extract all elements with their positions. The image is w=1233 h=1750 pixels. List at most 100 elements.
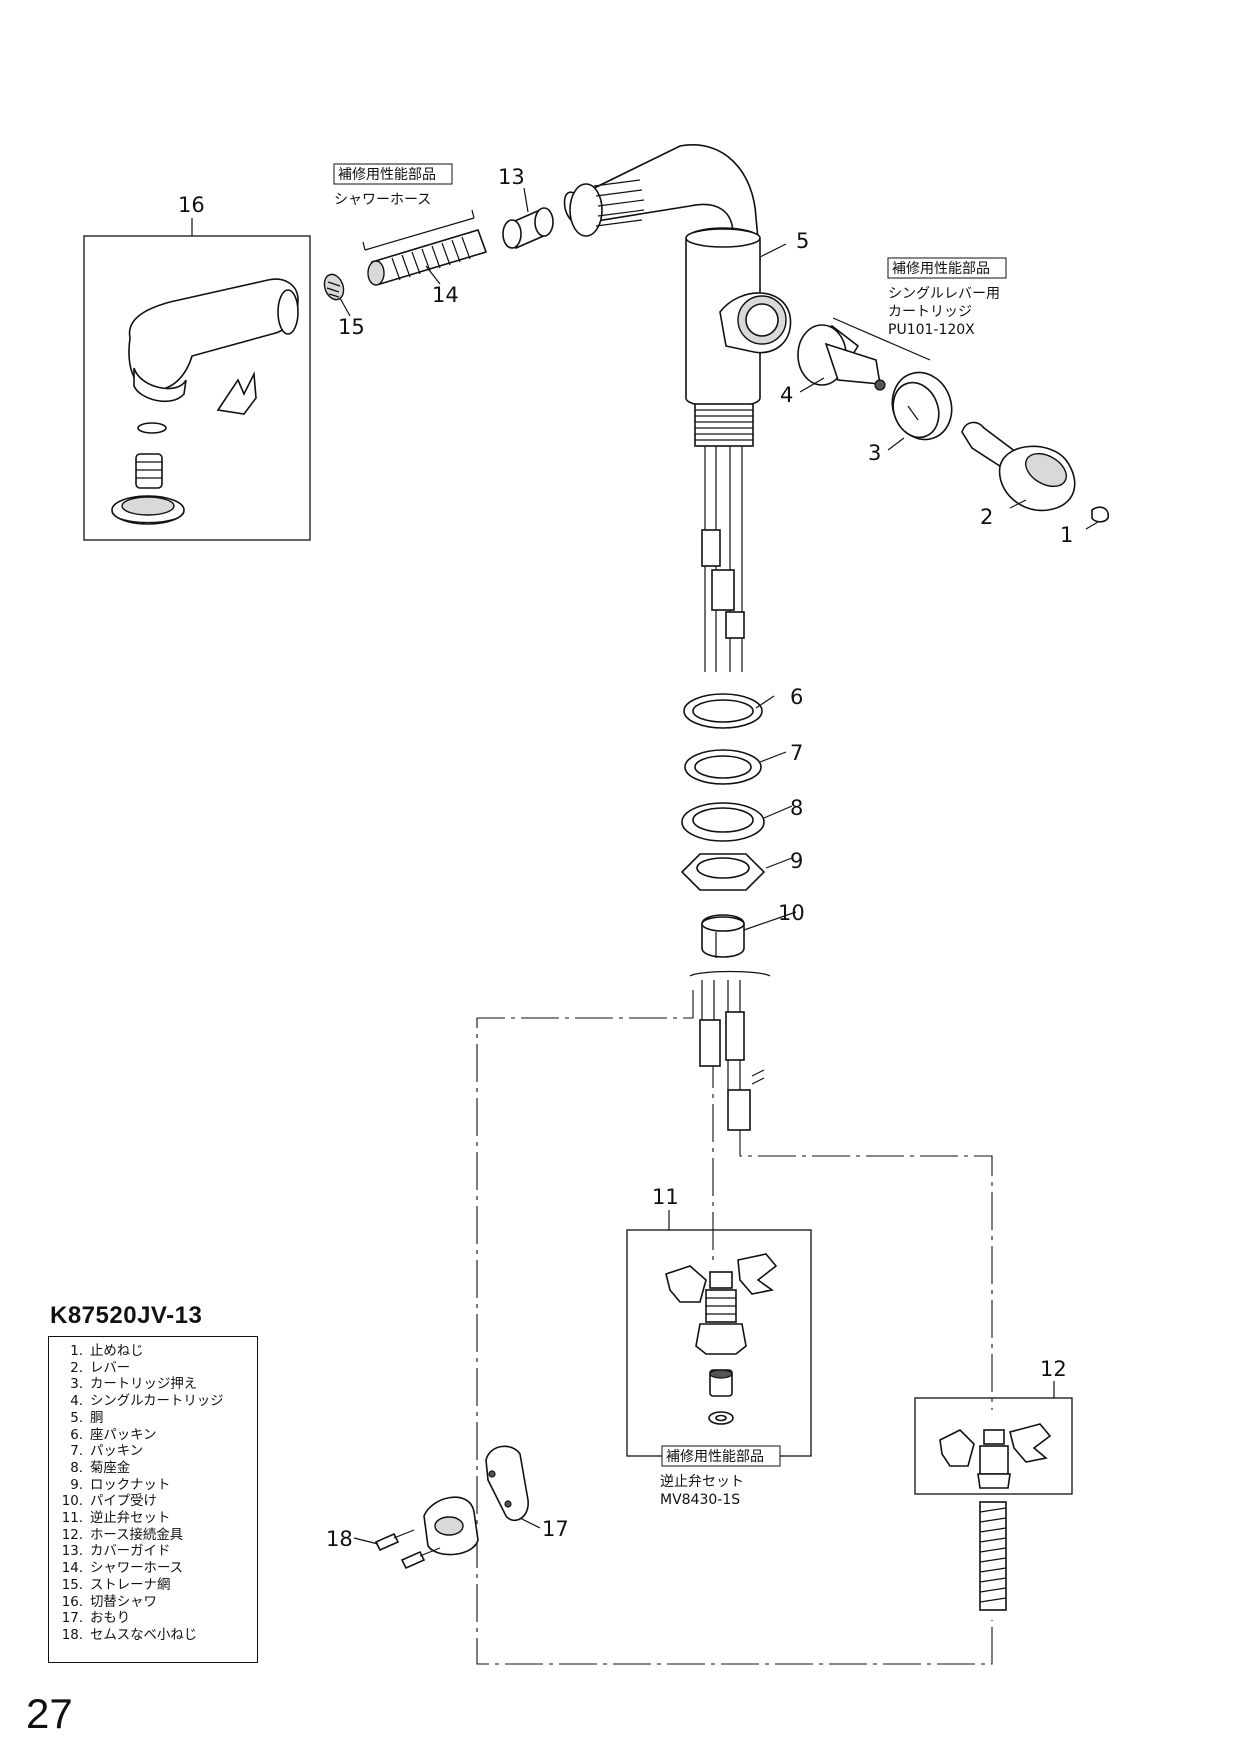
callout-15: 15	[338, 315, 365, 339]
callout-18: 18	[326, 1527, 353, 1551]
legend-item: 10. パイプ受け	[55, 1494, 257, 1511]
legend-item: 1. 止めねじ	[55, 1344, 257, 1361]
corrugated-hose	[979, 1501, 1007, 1611]
screw-18	[374, 1529, 441, 1570]
legend-item-name: パッキン	[90, 1444, 144, 1460]
legend-item-number: 15.	[61, 1577, 83, 1593]
legend-item: 11. 逆止弁セット	[55, 1511, 257, 1528]
cartridge-label-2: カートリッジ	[888, 304, 972, 320]
legend-item-number: 18.	[61, 1627, 83, 1643]
legend-item-name: ロックナット	[90, 1477, 171, 1493]
legend-item-number: 10.	[61, 1494, 83, 1510]
page-number: 27	[26, 1690, 73, 1737]
callout-1: 1	[1060, 523, 1073, 547]
legend-item-name: 止めねじ	[90, 1344, 144, 1359]
legend-item-number: 13.	[61, 1544, 83, 1560]
legend-item-name: パイプ受け	[90, 1494, 157, 1510]
legend-item-name: セムスなべ小ねじ	[90, 1627, 198, 1643]
legend-item-number: 8.	[70, 1460, 83, 1476]
legend-item-number: 1.	[70, 1344, 83, 1359]
callout-14: 14	[432, 283, 459, 307]
valve-label: 逆止弁セット	[660, 1474, 744, 1490]
service-label-cartridge: 補修用性能部品 シングルレバー用 カートリッジ PU101-120X	[887, 257, 1007, 338]
legend-item-number: 16.	[61, 1594, 83, 1610]
legend-item: 7. パッキン	[55, 1444, 257, 1461]
legend-item: 5. 胴	[55, 1411, 257, 1428]
callout-2: 2	[980, 505, 993, 529]
legend-item-name: 切替シャワ	[90, 1594, 157, 1610]
legend-item: 16. 切替シャワ	[55, 1595, 257, 1612]
legend-item-name: シングルカートリッジ	[90, 1394, 224, 1410]
legend-item-number: 17.	[61, 1611, 83, 1627]
legend-item-number: 2.	[70, 1360, 83, 1376]
toothed-washer-8	[681, 802, 765, 842]
callout-10: 10	[778, 901, 805, 925]
legend-item: 4.シングルカートリッジ	[55, 1394, 257, 1411]
legend-item-name: ホース接続金具	[90, 1527, 184, 1543]
set-screw-1	[1091, 506, 1110, 523]
cartridge-code: PU101-120X	[888, 322, 975, 338]
legend-item-number: 6.	[70, 1427, 83, 1443]
callout-6: 6	[790, 685, 803, 709]
callout-16: 16	[178, 193, 205, 217]
callout-9: 9	[790, 849, 803, 873]
legend-item-name: レバー	[90, 1360, 131, 1376]
legend-item: 3. カートリッジ押え	[55, 1377, 257, 1394]
legend-item: 2. レバー	[55, 1361, 257, 1378]
legend-item-number: 14.	[61, 1561, 83, 1577]
leader-lines	[191, 187, 1099, 1545]
legend-item-number: 11.	[61, 1511, 83, 1527]
supply-line-routing	[476, 990, 993, 1665]
washer-6	[683, 693, 763, 729]
legend-item-name: 菊座金	[90, 1460, 131, 1476]
legend-item-name: 座パッキン	[90, 1427, 157, 1443]
cover-guide-13	[502, 207, 554, 250]
legend-item-name: ストレーナ網	[90, 1577, 171, 1593]
callout-numbers: 1 2 3 4 5 6 7 8 9 10 11 12 13 14 15 16 1…	[178, 165, 1073, 1551]
callout-5: 5	[796, 229, 809, 253]
service-label-hose: 補修用性能部品 シャワーホース	[333, 163, 453, 208]
service-tag: 補修用性能部品	[338, 167, 436, 183]
callout-12: 12	[1040, 1357, 1067, 1381]
callout-7: 7	[790, 741, 803, 765]
legend-item-number: 5.	[70, 1410, 83, 1426]
callout-13: 13	[498, 165, 525, 189]
service-tag: 補修用性能部品	[666, 1449, 764, 1465]
legend-item-number: 3.	[70, 1377, 83, 1393]
service-tag: 補修用性能部品	[892, 261, 990, 277]
supply-tubes-lower	[689, 970, 771, 1131]
hose-label: シャワーホース	[334, 192, 431, 208]
legend-item-name: カートリッジ押え	[90, 1377, 198, 1393]
strainer-15	[323, 273, 345, 301]
cartridge-cap-3	[891, 371, 953, 441]
lock-nut-9	[680, 853, 766, 891]
shower-head-16	[83, 235, 311, 541]
legend-item-number: 7.	[70, 1444, 83, 1460]
legend-item-name: 逆止弁セット	[90, 1511, 171, 1527]
legend-item: 18. セムスなべ小ねじ	[55, 1628, 257, 1645]
lever-2	[961, 421, 1076, 512]
legend-item: 6. 座パッキン	[55, 1428, 257, 1445]
legend-item-name: カバーガイド	[90, 1544, 171, 1560]
legend-item: 9.ロックナット	[55, 1478, 257, 1495]
legend-item: 14.シャワーホース	[55, 1561, 257, 1578]
cartridge-4	[797, 317, 931, 391]
service-label-valve: 補修用性能部品 逆止弁セット MV8430-1S	[660, 1445, 781, 1508]
callout-8: 8	[790, 796, 803, 820]
callout-11: 11	[652, 1185, 679, 1209]
shower-hose-14	[362, 209, 488, 286]
model-number: K87520JV-13	[50, 1302, 203, 1329]
legend-item-name: 胴	[90, 1410, 104, 1426]
weight-17	[423, 1445, 529, 1556]
callout-17: 17	[542, 1517, 569, 1541]
callout-3: 3	[868, 441, 881, 465]
legend-item: 12.ホース接続金具	[55, 1528, 257, 1545]
packing-7	[684, 749, 762, 785]
check-valve-set-11	[626, 1229, 812, 1457]
hose-fitting-12	[914, 1397, 1073, 1495]
pipe-holder-10	[701, 914, 745, 958]
legend-item: 15. ストレーナ網	[55, 1578, 257, 1595]
legend-item: 17.おもり	[55, 1611, 257, 1628]
